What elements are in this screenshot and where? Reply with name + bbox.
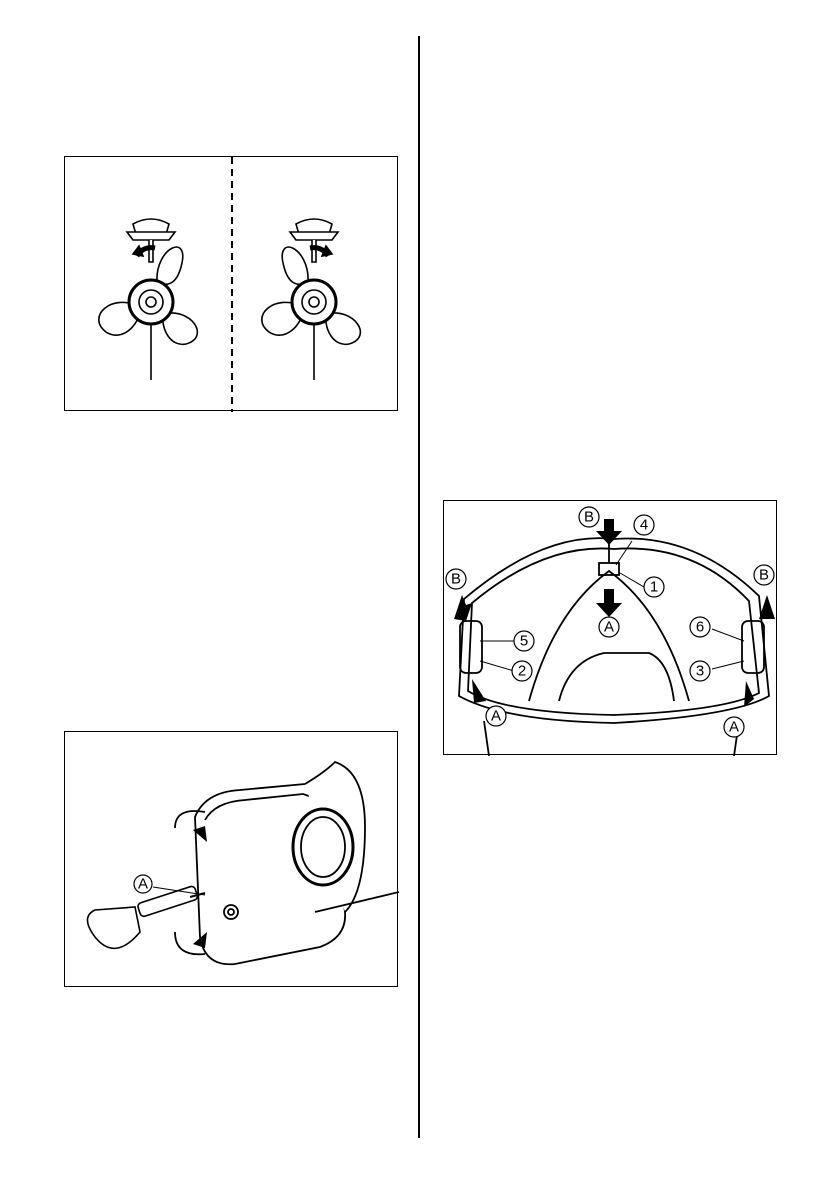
hand-graphic	[88, 907, 141, 948]
svg-text:A: A	[138, 876, 148, 893]
side-cover-drawing: A	[65, 732, 399, 988]
svg-text:1: 1	[650, 579, 658, 596]
column-divider	[418, 36, 420, 1138]
arrow-a-top	[596, 589, 622, 617]
svg-text:A: A	[491, 708, 501, 725]
right-propeller	[262, 219, 361, 380]
svg-text:A: A	[729, 719, 739, 736]
propeller-rotation-drawing	[65, 157, 399, 412]
arrow-a-left	[472, 679, 486, 703]
svg-text:3: 3	[696, 663, 704, 680]
svg-text:6: 6	[696, 619, 704, 636]
arrow-b-right	[759, 595, 775, 619]
callout-a: A	[134, 875, 152, 893]
svg-text:5: 5	[520, 633, 528, 650]
top-cowling-drawing: B 4 1 A B B 5 6 2 3 A A	[444, 501, 778, 756]
svg-text:A: A	[604, 619, 614, 636]
side-cover-figure: A	[64, 731, 398, 987]
arrow-b-left	[454, 595, 472, 621]
svg-text:2: 2	[518, 663, 526, 680]
propeller-rotation-figure	[64, 156, 398, 411]
arrow-b-top	[596, 519, 622, 545]
left-propeller	[99, 219, 198, 380]
top-cowling-figure: B 4 1 A B B 5 6 2 3 A A	[443, 500, 777, 755]
svg-text:B: B	[759, 567, 769, 584]
svg-text:B: B	[451, 571, 461, 588]
svg-text:B: B	[584, 509, 594, 526]
svg-text:4: 4	[640, 517, 648, 534]
